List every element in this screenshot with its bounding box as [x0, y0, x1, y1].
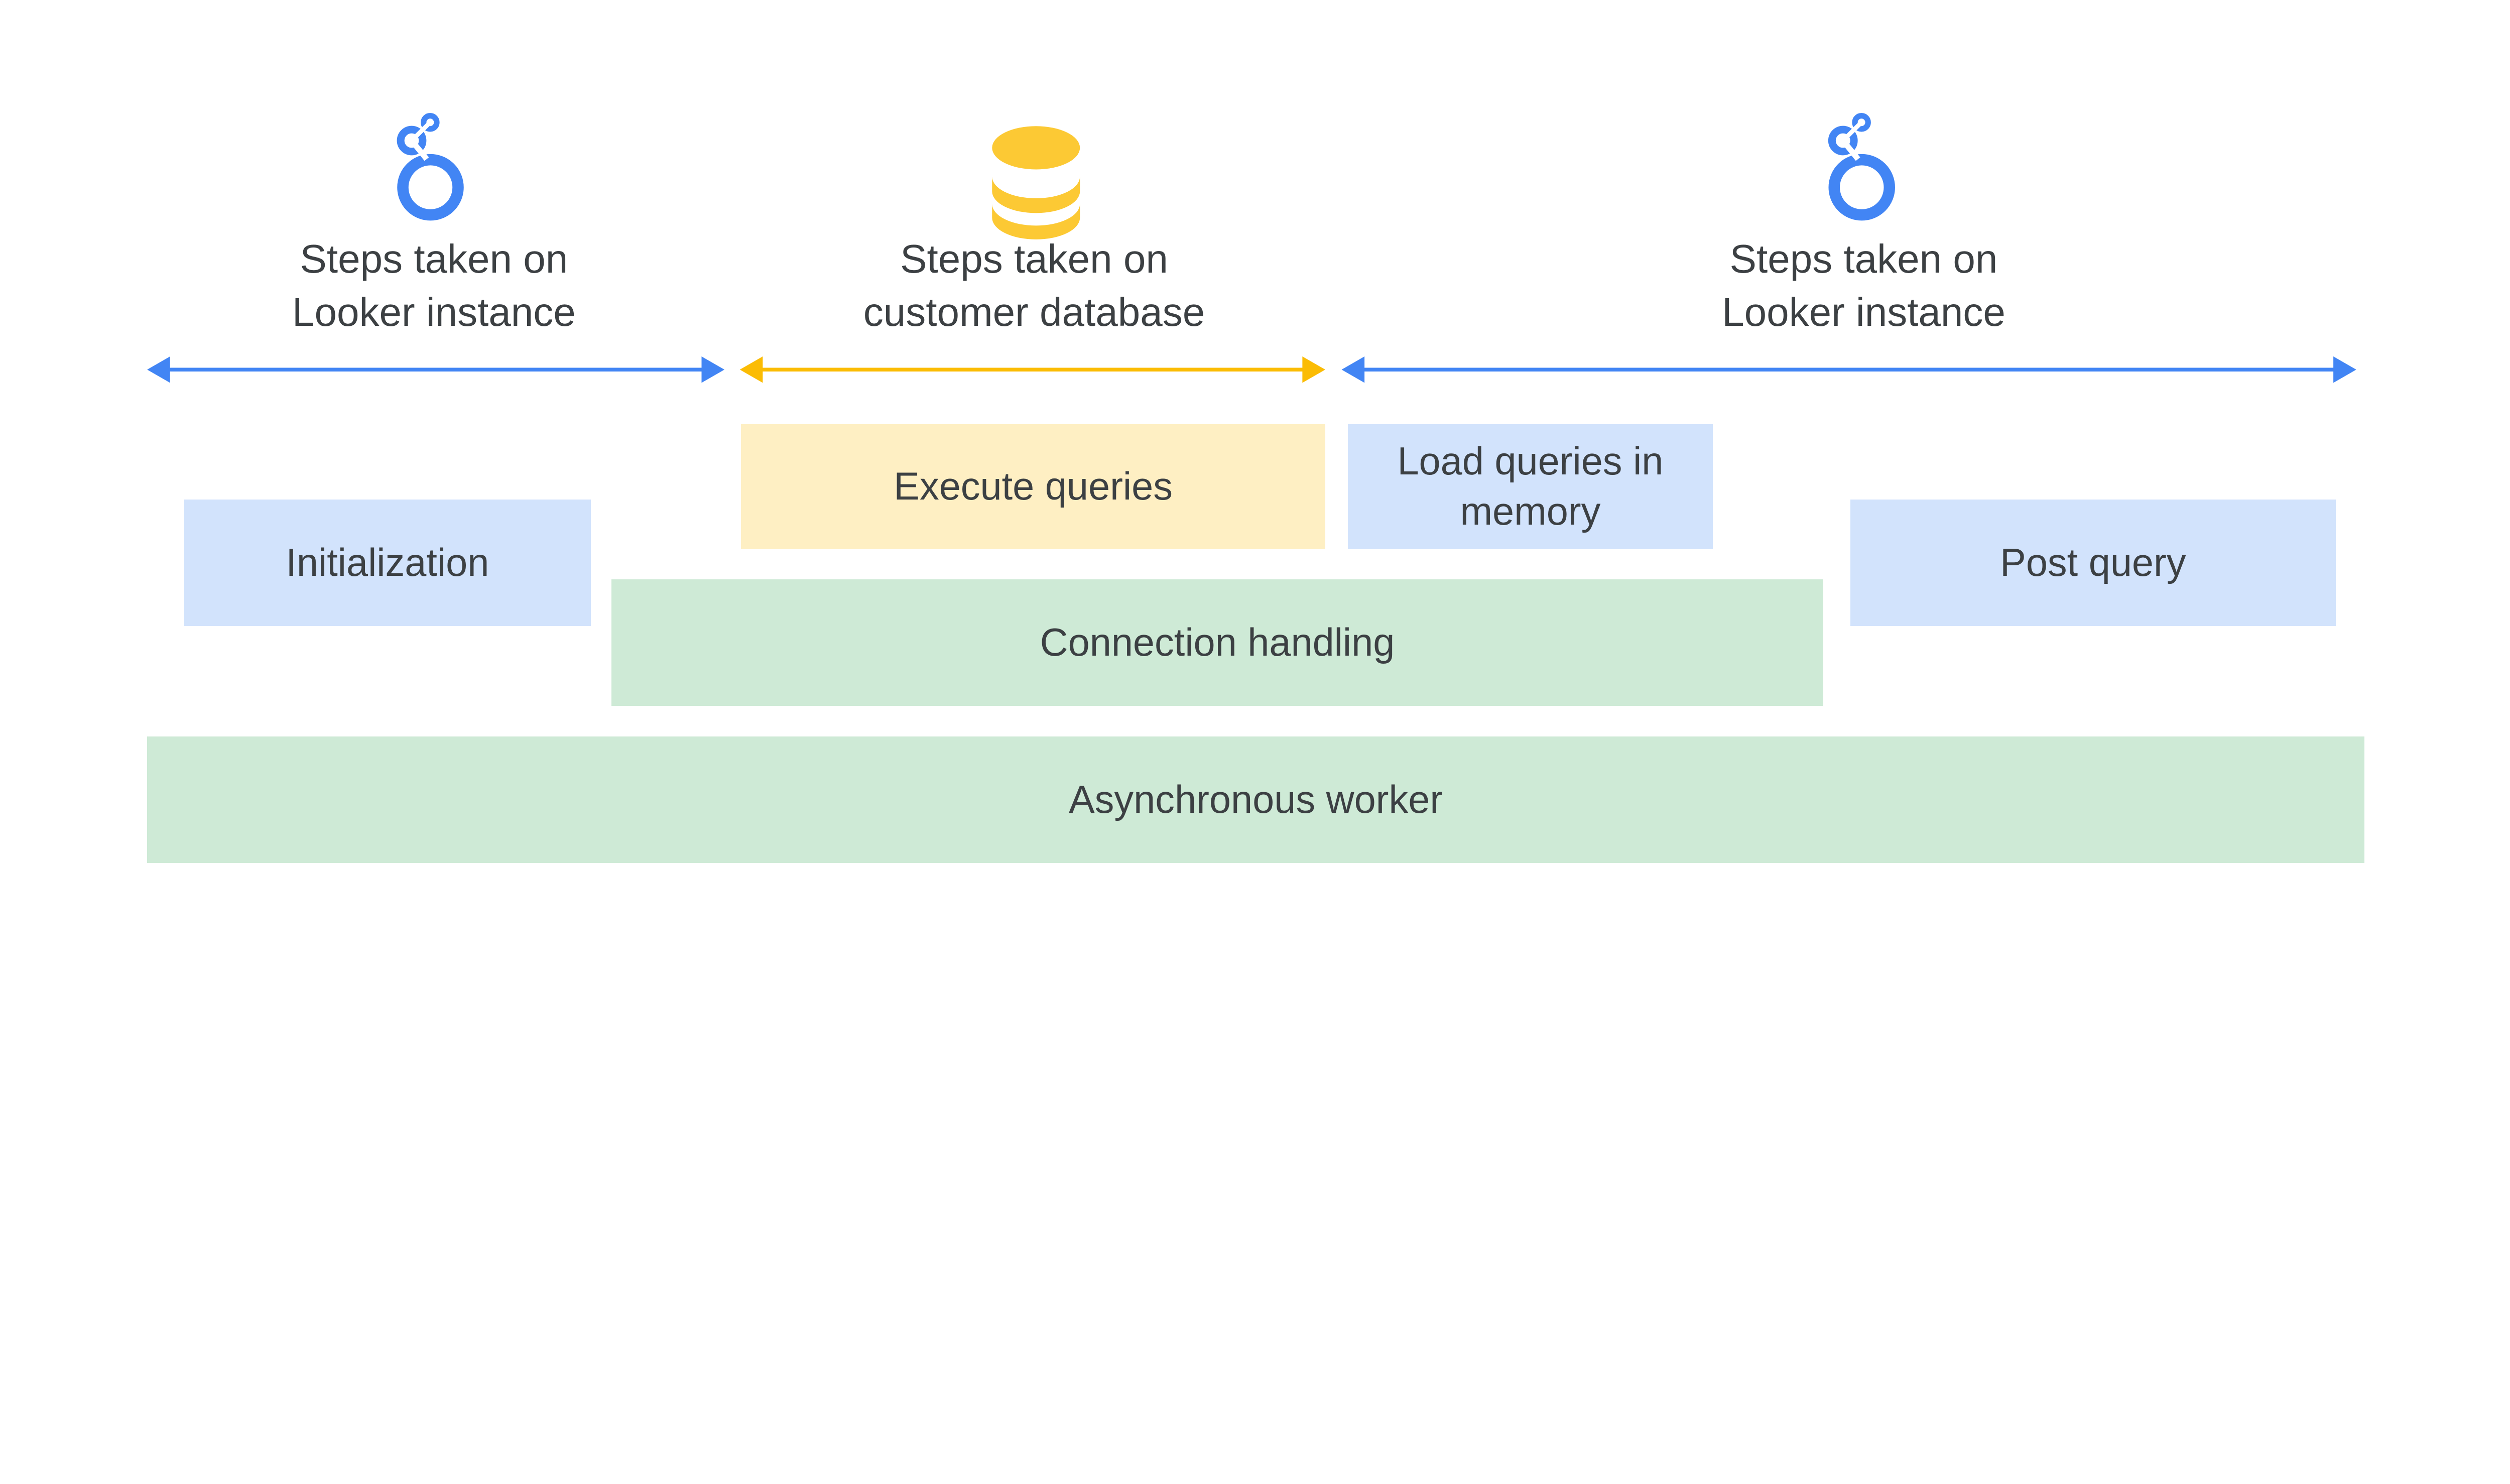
post-query-label: Post query: [2000, 541, 2186, 584]
connection-handling-box: Connection handling: [611, 579, 1823, 706]
section-header-looker-right: Steps taken on Looker instance: [1644, 232, 2083, 339]
looker-icon-left: [401, 116, 458, 215]
execute-queries-label: Execute queries: [894, 465, 1173, 509]
load-queries-label: Load queries in memory: [1397, 440, 1664, 534]
header-line-1: Steps taken on: [300, 236, 568, 281]
section-header-looker-left: Steps taken on Looker instance: [214, 232, 654, 339]
looker-range-arrow-left: [147, 356, 725, 383]
diagram-graphics: [147, 0, 2356, 383]
execute-queries-box: Execute queries: [741, 424, 1325, 549]
header-line-1: Steps taken on: [1729, 236, 1998, 281]
database-icon: [992, 126, 1080, 239]
header-line-1: Steps taken on: [900, 236, 1168, 281]
database-range-arrow: [739, 356, 1325, 383]
header-line-2: Looker instance: [1722, 289, 2005, 334]
header-line-2: customer database: [863, 289, 1205, 334]
initialization-label: Initialization: [286, 541, 489, 584]
section-header-database: Steps taken on customer database: [815, 232, 1254, 339]
header-line-2: Looker instance: [292, 289, 576, 334]
initialization-box: Initialization: [184, 500, 591, 626]
load-queries-box: Load queries in memory: [1348, 424, 1713, 549]
connection-handling-label: Connection handling: [1040, 621, 1395, 665]
looker-range-arrow-right: [1341, 356, 2356, 383]
post-query-box: Post query: [1850, 500, 2336, 626]
looker-icon-right: [1832, 116, 1889, 215]
asynchronous-worker-label: Asynchronous worker: [1068, 778, 1443, 821]
asynchronous-worker-box: Asynchronous worker: [147, 736, 2364, 863]
